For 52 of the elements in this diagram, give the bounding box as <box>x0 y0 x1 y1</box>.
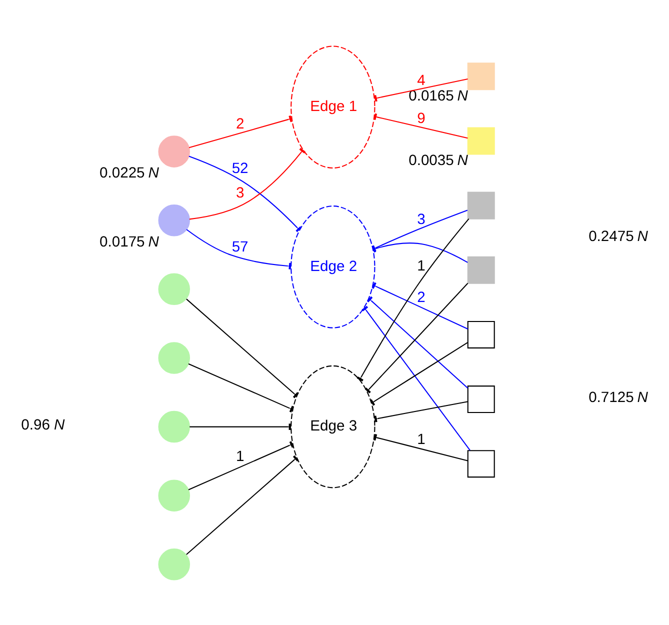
connector <box>188 114 292 148</box>
connector <box>186 454 299 554</box>
edge-label: 4 <box>417 72 426 89</box>
node-label: 0.0035 N <box>408 152 468 169</box>
node-circle <box>158 272 190 305</box>
connector <box>372 282 468 329</box>
node-box <box>467 450 495 478</box>
node-circle <box>158 410 190 442</box>
edge-label: 2 <box>417 290 426 306</box>
connector <box>374 433 468 461</box>
node-circle <box>158 342 190 374</box>
node-circle <box>158 479 190 511</box>
edge-label: 1 <box>236 448 244 464</box>
connector <box>190 423 291 430</box>
edge-label: 1 <box>417 431 426 448</box>
connector <box>362 305 470 450</box>
connector <box>189 147 306 220</box>
edge-label: 3 <box>417 211 426 228</box>
node-circle <box>158 204 190 236</box>
edge-label: 57 <box>232 238 248 255</box>
connector <box>374 400 468 422</box>
label: 0.96 N <box>21 417 65 434</box>
label: 0.2475 N <box>588 228 648 245</box>
node-box <box>467 191 495 219</box>
connector <box>356 218 470 381</box>
edge-label: 3 <box>236 184 244 201</box>
connector <box>188 440 294 490</box>
connector <box>364 282 468 393</box>
node-box <box>467 320 495 348</box>
connector <box>366 296 468 388</box>
node-circle <box>158 135 190 167</box>
connector <box>374 78 468 102</box>
node-label: 0.0175 N <box>99 234 159 250</box>
connector <box>188 155 302 232</box>
label: 0.7125 N <box>588 390 648 406</box>
node-box <box>467 256 495 284</box>
edge-label: 1 <box>417 258 426 274</box>
edge-label: 52 <box>232 160 248 176</box>
node-box <box>467 62 495 90</box>
node-label: 0.0165 N <box>408 88 468 104</box>
connector <box>186 298 299 398</box>
node-box <box>467 385 495 413</box>
connector <box>186 228 292 269</box>
node-box <box>467 126 495 154</box>
connector <box>188 362 294 412</box>
node-label: 0.0225 N <box>99 165 159 182</box>
node-ellipse: Edge 1 <box>290 45 376 168</box>
node-circle <box>158 548 190 580</box>
connector <box>370 342 468 406</box>
connector <box>374 112 468 138</box>
edge-label: 2 <box>236 116 244 132</box>
edge-label: 9 <box>417 110 426 127</box>
